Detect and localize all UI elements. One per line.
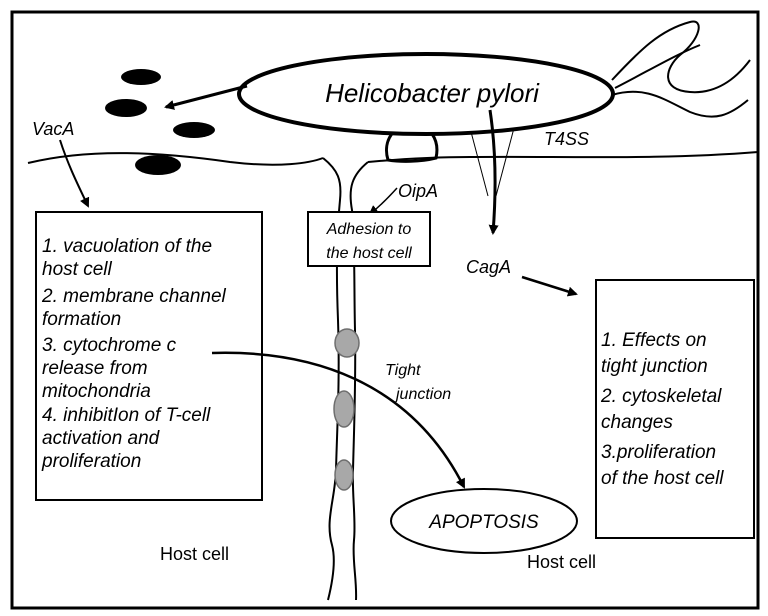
adhesion-box-line1: Adhesion to	[326, 221, 412, 238]
vaca-release-arrow	[164, 84, 248, 110]
t4ss-label: T4SS	[544, 129, 589, 149]
caga-label: CagA	[466, 257, 511, 277]
tight-junction-protein	[334, 459, 354, 491]
bacterium-body	[237, 52, 615, 136]
tight-junction-label-line2: junction	[394, 386, 451, 403]
outer-frame	[10, 10, 760, 610]
adhesion-box	[307, 211, 431, 267]
vaca-effect-line: 3. cytochrome c	[42, 335, 177, 356]
vaca-effect-line: 1. vacuolation of the	[42, 236, 212, 257]
apoptosis-ellipse	[390, 488, 578, 554]
arrows	[59, 84, 578, 489]
adhesion-box-line2: the host cell	[326, 245, 412, 262]
oipa-arrow	[368, 187, 398, 216]
caga-effect-line: 3.proliferation	[601, 442, 716, 463]
vaca-effects-list: 1. vacuolation of the host cell 2. membr…	[41, 236, 227, 472]
oipa-label: OipA	[398, 181, 438, 201]
vaca-effect-line: formation	[42, 309, 121, 330]
caga-effect-line: 2. cytoskeletal	[600, 386, 722, 407]
caga-effect-line: 1. Effects on	[601, 330, 707, 351]
vaca-to-effects-arrow	[59, 139, 90, 208]
vaca-label: VacA	[32, 119, 74, 139]
vaca-effect-line: proliferation	[41, 451, 141, 472]
caga-effect-line: of the host cell	[601, 468, 724, 489]
caga-effects-box	[595, 279, 755, 539]
t4ss-lines	[469, 127, 515, 197]
caga-to-effects-arrow	[521, 275, 578, 297]
vaca-particles	[105, 69, 215, 175]
vaca-effect-line: 4. inhibitIon of T-cell	[42, 405, 211, 426]
vaca-effect-line: 2. membrane channel	[41, 286, 227, 307]
apoptosis-label: APOPTOSIS	[428, 512, 539, 533]
tight-junction-protein	[334, 328, 360, 358]
tight-junction-label-line1: Tight	[385, 362, 421, 379]
vaca-particle	[173, 122, 215, 138]
caga-effect-line: changes	[601, 412, 673, 433]
host-membrane	[27, 151, 759, 601]
vaca-effect-line: host cell	[42, 259, 112, 280]
vaca-effect-line: activation and	[42, 428, 161, 449]
vaca-effect-line: mitochondria	[42, 381, 151, 402]
caga-injection-arrow	[488, 109, 499, 235]
cytochrome-to-apoptosis-arrow	[211, 351, 466, 489]
flagella	[611, 20, 751, 118]
vaca-particle	[121, 69, 161, 85]
host-cell-right-label: Host cell	[527, 552, 596, 572]
vaca-effect-line: release from	[42, 358, 148, 379]
caga-effect-line: tight junction	[601, 356, 708, 377]
tight-junction-protein	[333, 390, 355, 428]
host-cell-left-label: Host cell	[160, 544, 229, 564]
caga-effects-list: 1. Effects on tight junction 2. cytoskel…	[600, 330, 724, 489]
vaca-effects-box	[35, 211, 263, 501]
vaca-particle	[105, 99, 147, 117]
bacterium-name: Helicobacter pylori	[325, 78, 540, 108]
vaca-particle	[135, 155, 181, 175]
